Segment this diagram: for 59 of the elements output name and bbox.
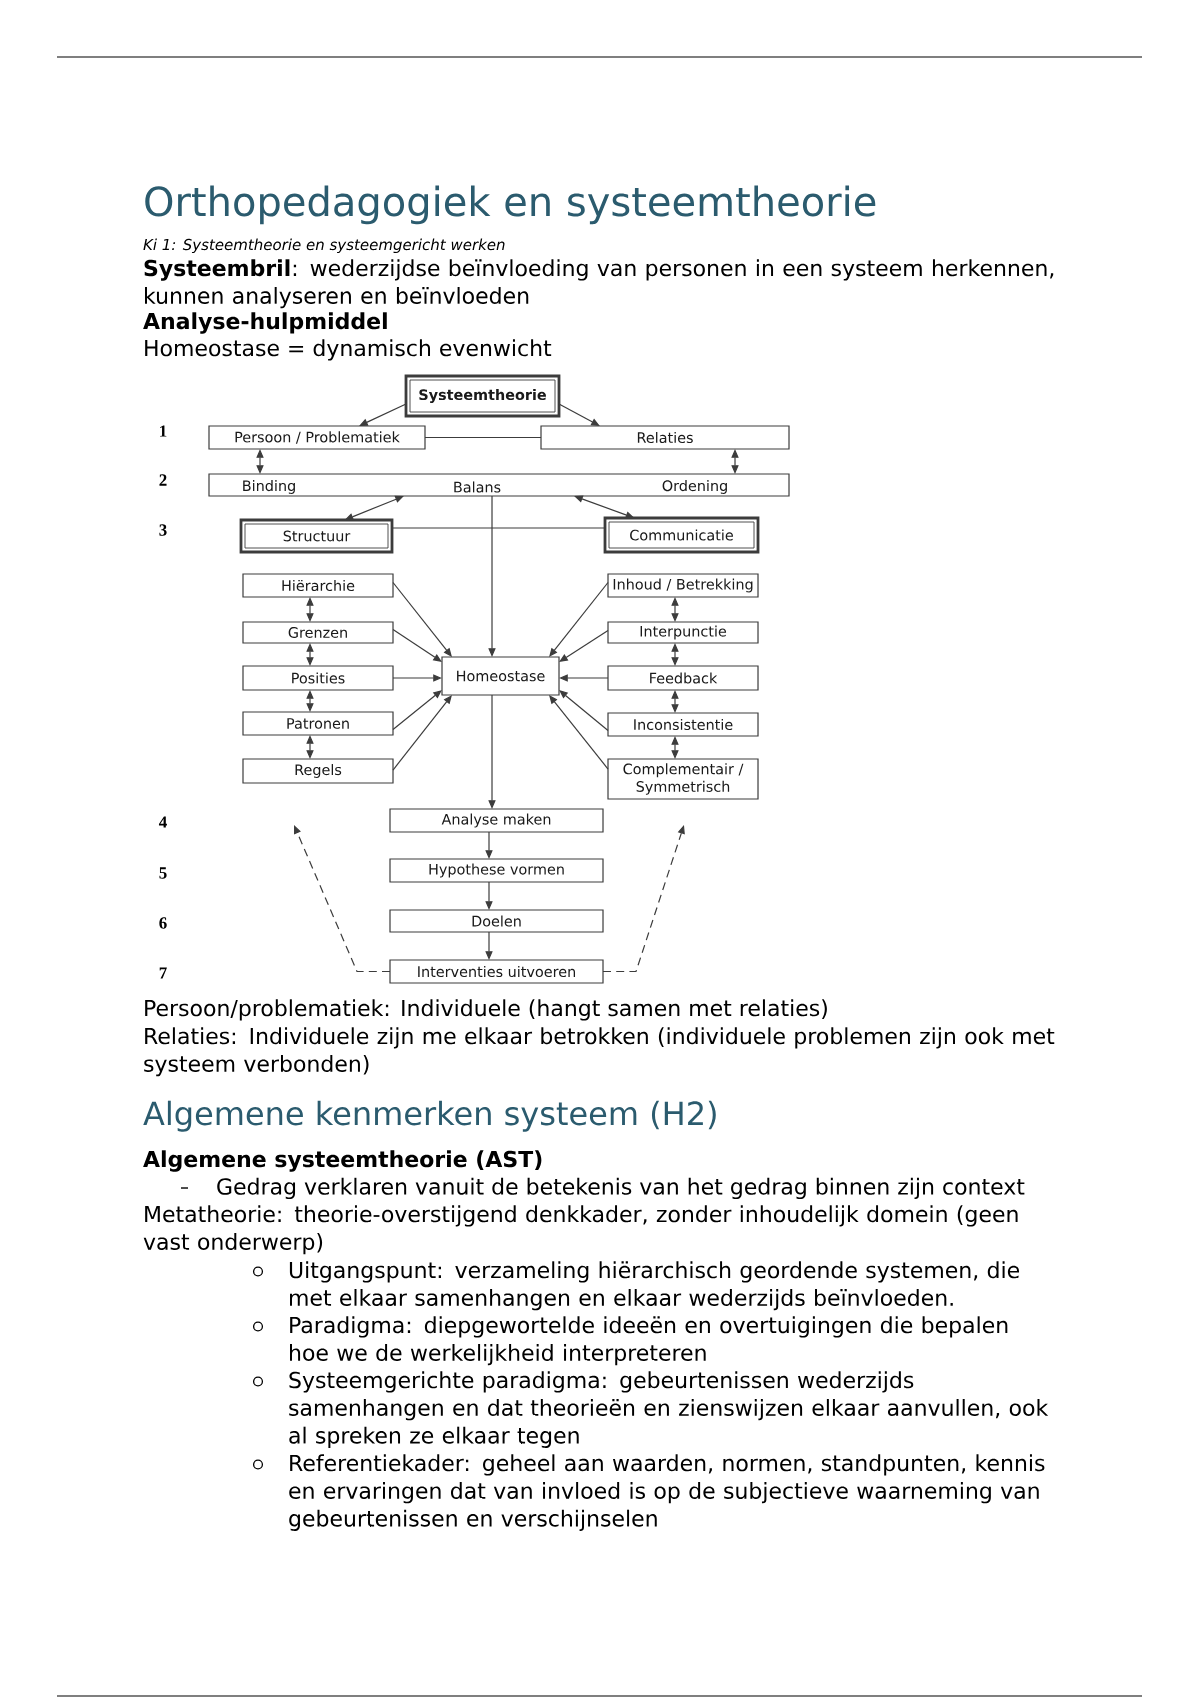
page-title: Orthopedagogiek en systeemtheorie xyxy=(145,185,876,225)
dashed-arrow xyxy=(602,825,685,973)
concept-box: Feedback xyxy=(607,665,759,691)
bold-heading: Analyse-hulpmiddel xyxy=(143,312,387,334)
list-item: Uitgangspunt: verzameling hiërarchisch geordende systemen, die met elkaar samenhangen en elkaar wederzijds beïnvloeden. xyxy=(289,1261,1019,1311)
definition-text: Homeostase = dynamisch evenwicht xyxy=(145,339,552,361)
arrow xyxy=(392,690,442,731)
concept-box: Systeemtheorie xyxy=(404,374,561,418)
connector-line xyxy=(424,436,542,439)
concept-box: Grenzen xyxy=(242,621,394,644)
concept-box: Relaties xyxy=(540,425,790,450)
concept-box: Homeostase xyxy=(441,656,560,696)
row-number: 1 xyxy=(160,425,167,437)
row-number: 6 xyxy=(159,917,167,929)
concept-box: Hiërarchie xyxy=(242,573,394,598)
arrow xyxy=(559,629,609,662)
arrow xyxy=(559,690,609,732)
concept-box: Communicatie xyxy=(603,516,760,554)
section-heading: Algemene kenmerken systeem (H2) xyxy=(143,1100,716,1132)
step-box: Hypothese vormen xyxy=(389,858,604,883)
concept-box: Inhoud / Betrekking xyxy=(607,573,759,598)
concept-box: Patronen xyxy=(242,711,394,736)
row-number: 4 xyxy=(158,816,167,828)
list-item: Gedrag verklaren vanuit de betekenis van het gedrag binnen zijn context xyxy=(217,1177,1025,1200)
arrow xyxy=(549,695,609,770)
arrow xyxy=(392,674,442,682)
concept-box: Regels xyxy=(242,758,394,784)
list-item: Systeemgerichte paradigma: gebeurtenissen wederzijds samenhangen en dat theorieën en zienswijzen elkaar aanvullen, ook al spreken ze elkaar tegen xyxy=(289,1371,1049,1448)
bold-heading: Algemene systeemtheorie (AST) xyxy=(143,1150,542,1172)
concept-box: Complementair / Symmetrisch xyxy=(607,758,759,800)
definition-text: Systeembril: wederzijdse beïnvloeding van personen in een systeem herkennen, kunnen analyseren en beïnvloeden xyxy=(144,259,1054,309)
arrow xyxy=(485,831,493,859)
dashed-arrow xyxy=(294,825,391,973)
row-number: 5 xyxy=(159,867,167,879)
paragraph: Metatheorie: theorie-overstijgend denkkader, zonder inhoudelijk domein (geen vast onderwerp) xyxy=(143,1205,1018,1255)
arrow xyxy=(558,403,600,426)
row-number: 7 xyxy=(159,967,167,979)
arrow xyxy=(392,628,442,662)
row-number: 2 xyxy=(159,474,167,486)
connector-line xyxy=(391,527,606,529)
concept-box: Persoon / Problematiek xyxy=(208,425,426,450)
row-number: 3 xyxy=(159,524,167,536)
step-box: Interventies uitvoeren xyxy=(389,959,604,984)
arrow xyxy=(549,581,609,657)
arrow xyxy=(392,695,452,771)
arrow xyxy=(392,581,452,657)
concept-box: Binding Balans Ordening xyxy=(208,473,790,497)
subtitle: Ki 1: Systeemtheorie en systeemgericht werken xyxy=(143,238,505,254)
concept-box: Inconsistentie xyxy=(607,712,759,737)
concept-box: Interpunctie xyxy=(607,621,759,644)
arrow xyxy=(359,403,407,426)
concept-box: Structuur xyxy=(239,518,394,554)
list-item: Referentiekader: geheel aan waarden, normen, standpunten, kennis en ervaringen dat van invloed is op de subjectieve waarneming van gebeurtenissen en verschijnselen xyxy=(289,1454,1045,1531)
note-text: Relaties: Individuele zijn me elkaar betrokken (individuele problemen zijn ook met systeem verbonden) xyxy=(144,1027,1055,1077)
step-box: Analyse maken xyxy=(389,808,604,833)
step-box: Doelen xyxy=(389,909,604,933)
note-text: Persoon/problematiek: Individuele (hangt samen met relaties) xyxy=(145,999,827,1021)
list-item: Paradigma: diepgewortelde ideeën en overtuigingen die bepalen hoe we de werkelijkheid interpreteren xyxy=(290,1316,1008,1366)
concept-box: Posities xyxy=(242,665,394,691)
